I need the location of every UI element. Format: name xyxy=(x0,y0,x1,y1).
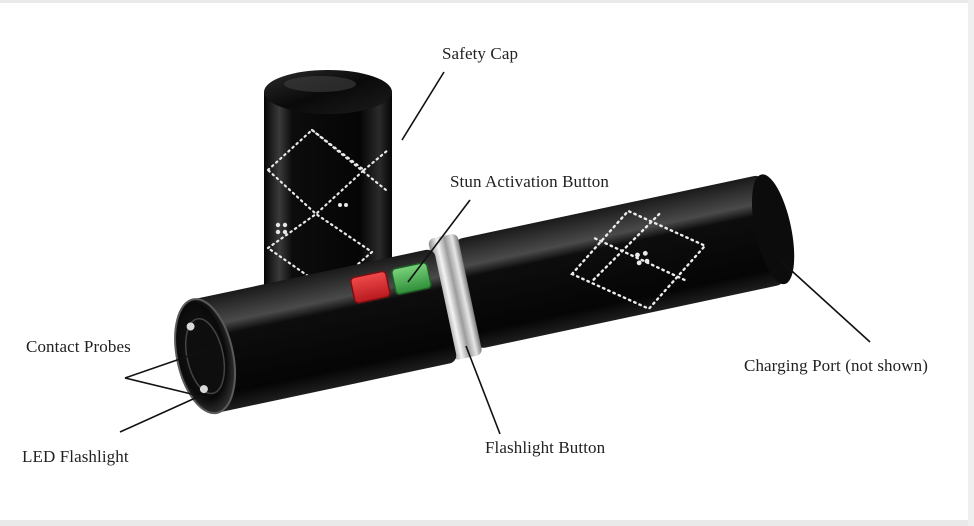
cap-gem-cluster xyxy=(275,203,348,235)
chrome-ring xyxy=(428,234,482,360)
frame-right xyxy=(968,0,974,526)
label-stun-activation-button: Stun Activation Button xyxy=(450,172,609,191)
stun-activation-button xyxy=(350,270,391,304)
label-contact-probes: Contact Probes xyxy=(26,337,131,356)
rear-tube xyxy=(454,175,785,348)
stun-button-leader xyxy=(407,199,471,283)
label-led-flashlight: LED Flashlight xyxy=(22,447,129,466)
device-body xyxy=(174,174,795,415)
label-safety-cap: Safety Cap xyxy=(442,44,519,63)
flashlight-button-leader xyxy=(465,345,501,435)
cap-highlight xyxy=(284,76,356,92)
body-rhinestones xyxy=(570,209,708,311)
safety-cap-leader xyxy=(401,71,445,141)
probe-leader-upper xyxy=(124,349,207,379)
callout-lines xyxy=(119,71,871,435)
frame-bottom xyxy=(0,520,974,526)
contact-probes xyxy=(186,322,208,394)
body-gem-cluster xyxy=(635,250,650,266)
label-charging-port: Charging Port (not shown) xyxy=(744,356,928,375)
led-lens xyxy=(185,318,226,395)
charging-port-leader xyxy=(781,261,871,343)
rear-end-cap xyxy=(751,174,795,285)
frame-top xyxy=(0,0,974,3)
label-flashlight-button: Flashlight Button xyxy=(485,438,606,457)
probe-leader-lower xyxy=(124,377,209,399)
led-leader xyxy=(119,394,203,433)
